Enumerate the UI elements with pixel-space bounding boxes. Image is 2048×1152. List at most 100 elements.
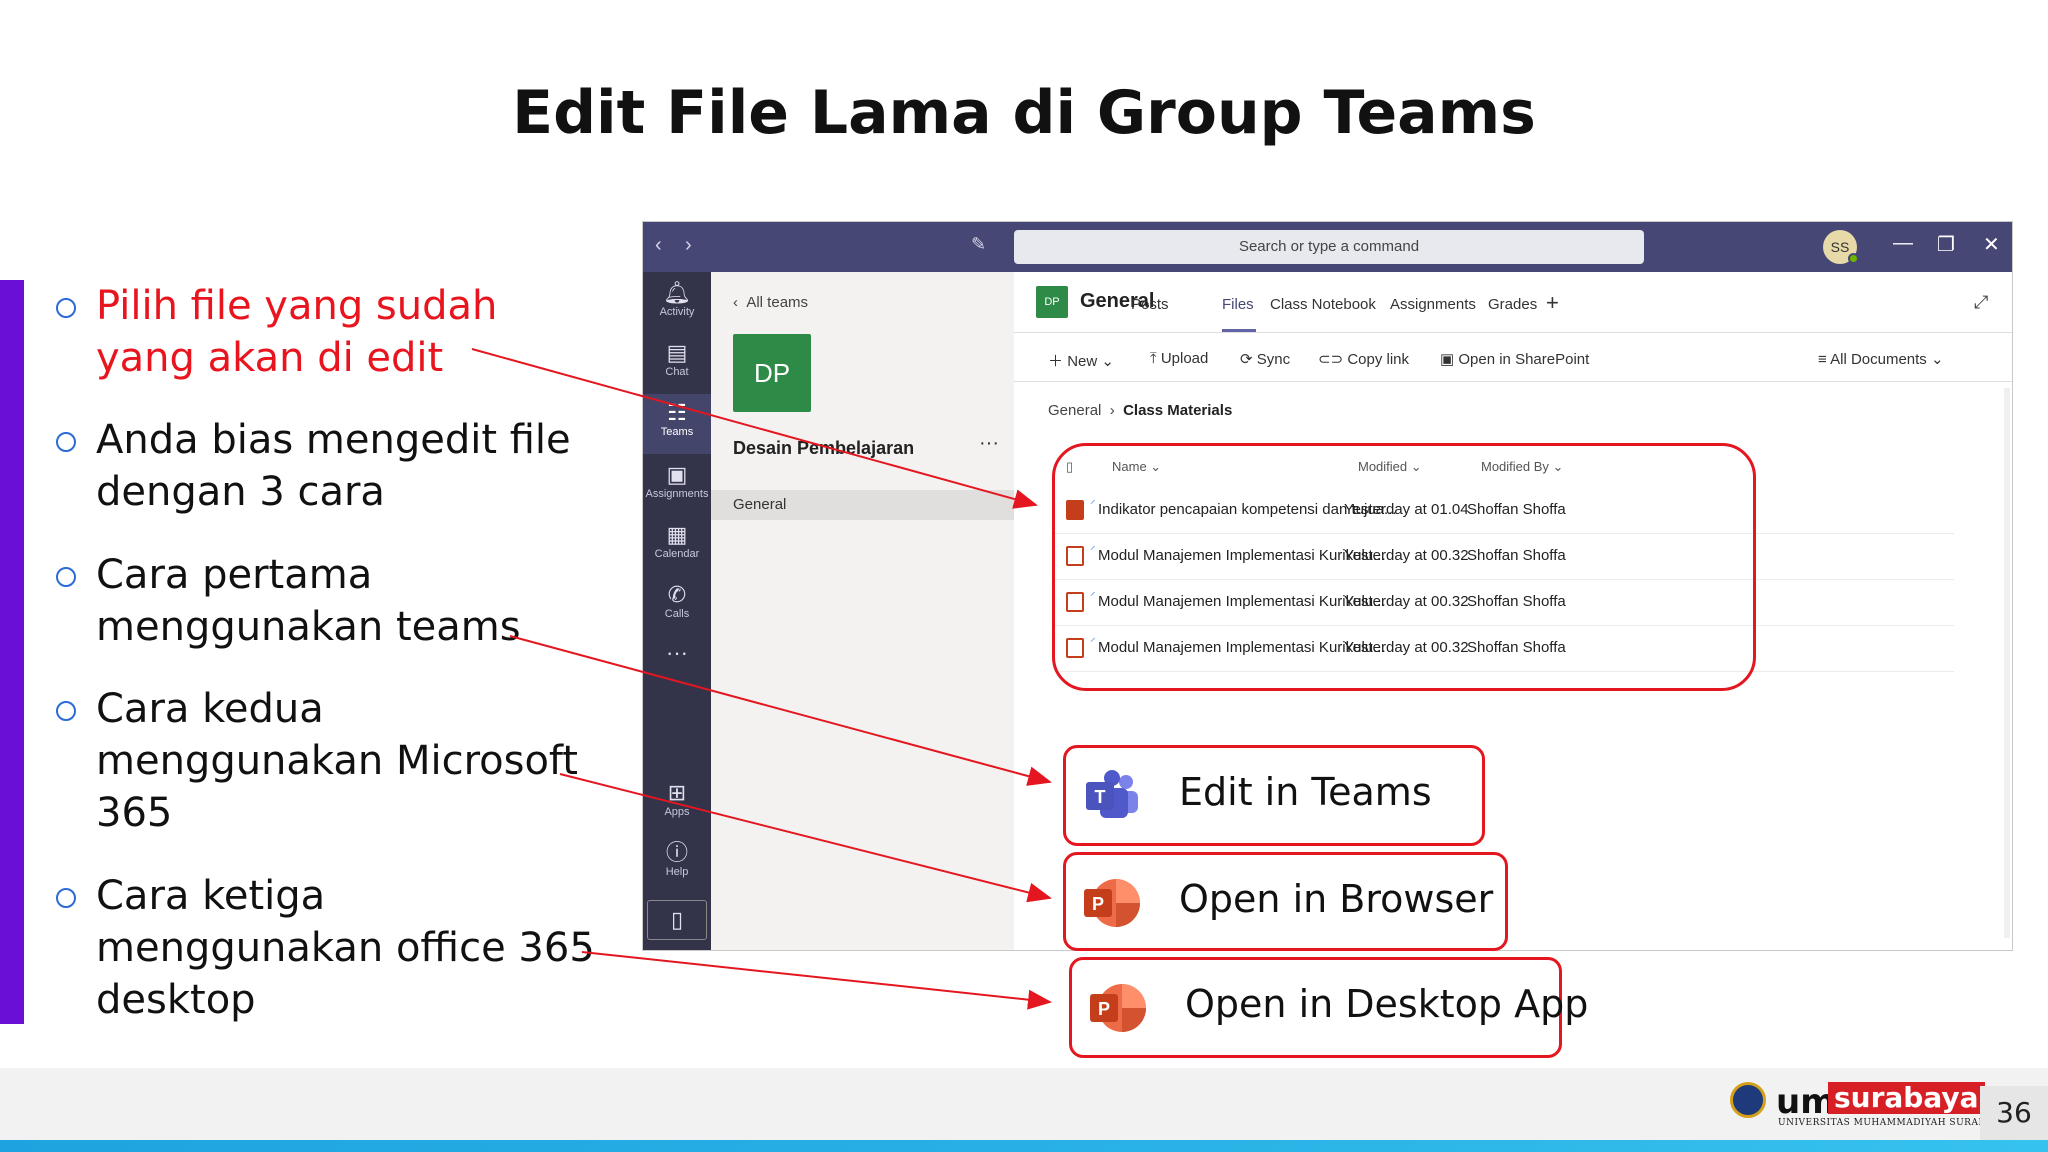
column-header-name[interactable]: Name ⌄ <box>1112 459 1162 474</box>
upload-button[interactable]: ⤒ Upload <box>1150 350 1209 367</box>
link-icon: ⊂⊃ <box>1318 351 1344 368</box>
logo-um: um <box>1776 1082 1836 1122</box>
bullet-circle-icon <box>56 888 76 908</box>
new-button[interactable]: ＋ New ⌄ <box>1048 353 1114 370</box>
powerpoint-file-icon <box>1066 500 1084 520</box>
mobile-app-button[interactable]: ▯ <box>647 900 707 940</box>
channel-avatar: DP <box>1036 286 1068 318</box>
open-in-browser-option[interactable]: P Open in Browser <box>1063 852 1508 951</box>
scrollbar[interactable] <box>2004 388 2010 938</box>
tab-class-notebook[interactable]: Class Notebook <box>1270 296 1376 313</box>
compose-icon[interactable]: ✎ <box>971 234 987 254</box>
file-modified: Yesterday at 00.32 <box>1344 547 1469 564</box>
file-name[interactable]: Modul Manajemen Implementasi Kurikulu... <box>1098 639 1386 656</box>
file-name[interactable]: Modul Manajemen Implementasi Kurikulu... <box>1098 547 1386 564</box>
rail-item-calendar[interactable]: ▦ Calendar <box>643 522 711 560</box>
bullet-line: dengan 3 cara <box>96 469 385 515</box>
expand-icon[interactable]: ⤢ <box>1974 292 1989 312</box>
rail-item-chat[interactable]: ▤ Chat <box>643 340 711 378</box>
bullet-item: Cara ketiga menggunakan office 365 deskt… <box>56 870 616 1026</box>
rail-item-help[interactable]: ⓘ Help <box>643 840 711 878</box>
svg-text:T: T <box>1095 787 1106 807</box>
add-tab-icon[interactable]: + <box>1546 290 1559 315</box>
search-input[interactable]: Search or type a command <box>1014 230 1644 264</box>
action-label: Open in Browser <box>1179 877 1494 921</box>
edit-in-teams-option[interactable]: T Edit in Teams <box>1063 745 1485 846</box>
action-label: Open in Desktop App <box>1185 982 1589 1026</box>
more-apps-button[interactable]: ··· <box>643 640 711 666</box>
divider <box>1014 332 2012 333</box>
table-row[interactable]: ⸝ Indikator pencapaian kompetensi dan tu… <box>1054 488 1954 534</box>
powerpoint-icon: P <box>1090 984 1146 1032</box>
bullet-line: 365 <box>96 790 173 836</box>
bullet-line: menggunakan office 365 <box>96 925 595 971</box>
breadcrumb-general[interactable]: General <box>1048 402 1102 419</box>
open-in-sharepoint-button[interactable]: ▣ Open in SharePoint <box>1440 351 1590 368</box>
file-modified: Yesterday at 01.04 <box>1344 501 1469 518</box>
powerpoint-icon: P <box>1084 879 1140 927</box>
avatar[interactable]: SS <box>1823 230 1857 264</box>
rail-item-teams[interactable]: ☷ Teams <box>643 394 711 454</box>
upload-icon: ⤒ <box>1150 350 1157 367</box>
chevron-down-icon: ⌄ <box>1930 351 1944 368</box>
chevron-down-icon: ⌄ <box>1101 353 1114 370</box>
minimize-icon[interactable]: — <box>1893 232 1913 254</box>
presence-icon <box>1848 253 1859 264</box>
calendar-icon: ▦ <box>666 522 688 547</box>
bullet-circle-icon <box>56 432 76 452</box>
team-panel: ‹ All teams DP Desain Pembelajaran ··· G… <box>711 272 1014 950</box>
slide-title: Edit File Lama di Group Teams <box>512 78 1536 148</box>
sharepoint-icon: ▣ <box>1440 351 1455 368</box>
arrow-to-file <box>471 348 1038 509</box>
rail-item-activity[interactable]: 🔔︎ Activity <box>643 280 711 318</box>
tab-posts[interactable]: Posts <box>1131 296 1169 313</box>
file-name[interactable]: Modul Manajemen Implementasi Kurikulu... <box>1098 593 1386 610</box>
breadcrumb-class-materials: Class Materials <box>1123 402 1233 419</box>
tab-assignments[interactable]: Assignments <box>1390 296 1476 313</box>
file-modified: Yesterday at 00.32 <box>1344 639 1469 656</box>
bullet-item: Cara pertama menggunakan teams <box>56 549 616 653</box>
app-rail: 🔔︎ Activity ▤ Chat ☷ Teams ▣ Assignments… <box>643 272 711 950</box>
sync-button[interactable]: ⟳ Sync <box>1240 351 1291 368</box>
list-icon: ≡ <box>1818 351 1827 368</box>
file-modified-by: Shoffan Shoffa <box>1467 593 1566 610</box>
view-selector[interactable]: ≡ All Documents ⌄ <box>1818 351 1944 368</box>
bullet-line: desktop <box>96 977 256 1023</box>
arrow-to-open-in-browser <box>559 773 1052 903</box>
logo-surabaya: surabaya <box>1828 1082 1985 1114</box>
new-file-icon: ⸝ <box>1090 494 1096 506</box>
close-icon[interactable]: ✕ <box>1983 234 2000 256</box>
all-teams-link[interactable]: ‹ All teams <box>733 294 809 311</box>
tab-files[interactable]: Files <box>1222 296 1254 313</box>
bullet-item: Pilih file yang sudah yang akan di edit <box>56 280 616 384</box>
arrow-to-open-in-desktop <box>581 951 1052 1010</box>
phone-icon: ✆ <box>667 582 687 607</box>
open-in-desktop-app-option[interactable]: P Open in Desktop App <box>1069 957 1588 1058</box>
forward-icon[interactable]: › <box>685 234 692 256</box>
table-row[interactable]: ⸝ Modul Manajemen Implementasi Kurikulu.… <box>1054 534 1954 580</box>
bullet-line: menggunakan Microsoft <box>96 738 578 784</box>
file-name[interactable]: Indikator pencapaian kompetensi dan tuju… <box>1098 501 1397 518</box>
pdf-file-icon <box>1066 546 1084 566</box>
channel-item-general[interactable]: General <box>711 490 1014 520</box>
file-modified-by: Shoffan Shoffa <box>1467 501 1566 518</box>
university-seal-icon <box>1730 1082 1766 1118</box>
bullet-circle-icon <box>56 701 76 721</box>
team-more-icon[interactable]: ··· <box>979 432 999 454</box>
table-row[interactable]: ⸝ Modul Manajemen Implementasi Kurikulu.… <box>1054 580 1954 626</box>
team-avatar: DP <box>733 334 811 412</box>
more-icon: ··· <box>666 640 688 665</box>
column-header-modified[interactable]: Modified ⌄ <box>1358 459 1422 474</box>
rail-item-calls[interactable]: ✆ Calls <box>643 582 711 620</box>
copy-link-button[interactable]: ⊂⊃ Copy link <box>1318 351 1410 368</box>
rail-item-apps[interactable]: ⊞ Apps <box>643 780 711 818</box>
tab-grades[interactable]: Grades <box>1488 296 1538 313</box>
column-header-modified-by[interactable]: Modified By ⌄ <box>1481 459 1564 474</box>
restore-icon[interactable]: ❐ <box>1937 234 1955 256</box>
back-icon[interactable]: ‹ <box>655 234 662 256</box>
file-list-highlight <box>1052 443 1756 691</box>
bell-icon: 🔔︎ <box>663 280 691 305</box>
plus-icon: ＋ <box>1048 353 1064 370</box>
svg-text:P: P <box>1098 999 1110 1019</box>
rail-item-assignments[interactable]: ▣ Assignments <box>643 462 711 500</box>
